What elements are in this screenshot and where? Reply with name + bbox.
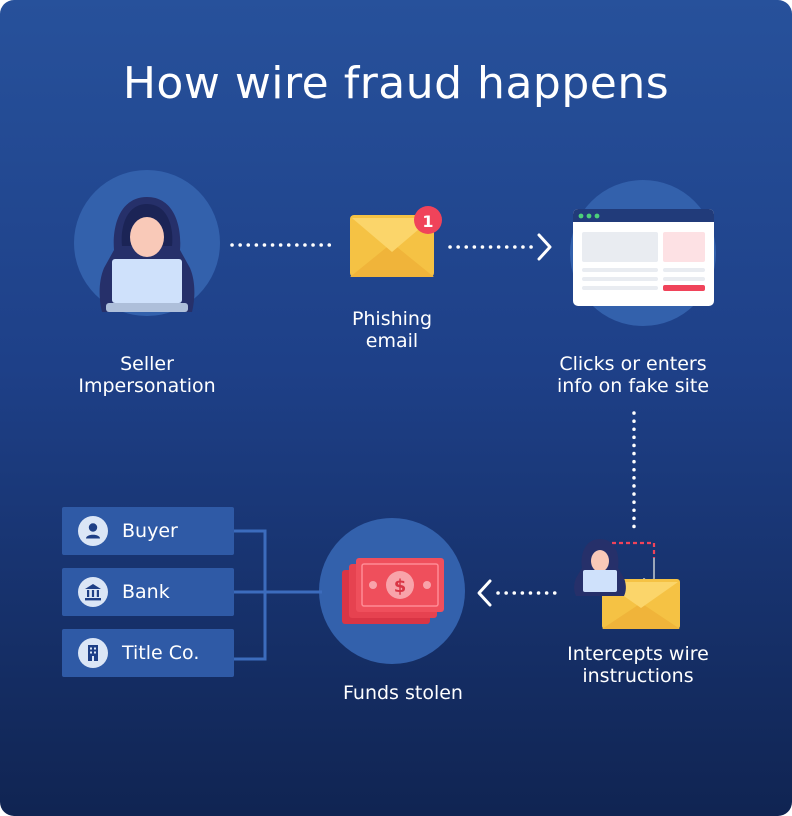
phishing-email-icon: [350, 215, 434, 277]
building-icon: [78, 638, 108, 668]
money-stack-icon: $: [342, 558, 444, 624]
party-bank: Bank: [62, 568, 234, 616]
label-phishing-email: Phishing email: [351, 308, 433, 352]
notification-badge: 1: [414, 206, 442, 234]
label-seller-impersonation: Seller Impersonation: [78, 353, 216, 397]
money-symbol: $: [394, 576, 407, 597]
label-fake-site: Clicks or enters info on fake site: [556, 353, 710, 397]
bank-icon: [78, 577, 108, 607]
page-title: How wire fraud happens: [122, 58, 670, 109]
party-title-co: Title Co.: [62, 629, 234, 677]
party-buyer: Buyer: [62, 507, 234, 555]
arrow-left-icon: [477, 579, 492, 607]
arrow-right-icon: [537, 233, 552, 261]
party-label: Title Co.: [122, 642, 200, 664]
label-intercepts: Intercepts wire instructions: [567, 643, 709, 687]
hacker-icon: [99, 197, 195, 312]
fake-website-icon: [573, 209, 714, 306]
label-funds-stolen: Funds stolen: [343, 682, 463, 704]
notification-count: 1: [422, 212, 433, 231]
party-label: Bank: [122, 581, 170, 603]
interception-icon: [574, 539, 680, 629]
parties-bracket-connector: [234, 529, 322, 661]
party-label: Buyer: [122, 520, 178, 542]
person-icon: [78, 516, 108, 546]
